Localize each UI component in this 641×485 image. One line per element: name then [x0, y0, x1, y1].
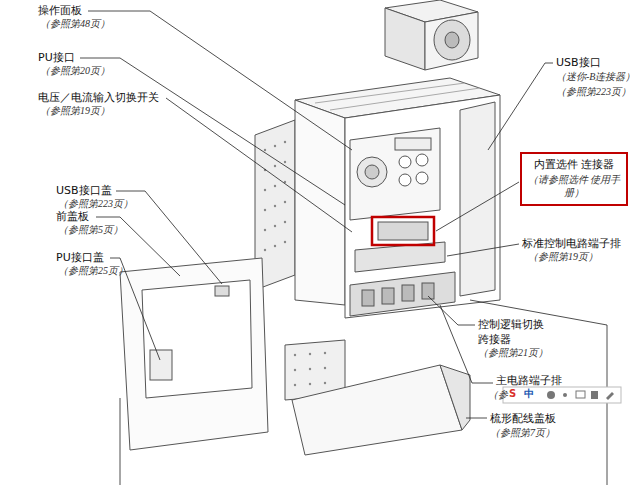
part-name: USB接口盖 [56, 184, 112, 197]
callout-box: 内置选件 连接器（请参照选件 使用手册） [520, 152, 628, 206]
page-reference: （参照第20页） [40, 65, 110, 77]
page-reference: （参照第7页） [490, 427, 555, 439]
page-reference: （参照第223页） [556, 86, 631, 98]
ime-toolbar [503, 387, 621, 403]
part-name: 操作面板 [38, 4, 82, 17]
page-reference: （参照第5页） [58, 224, 123, 236]
page-reference: （迷你-B连接器） [556, 71, 635, 83]
part-name: 主电路端子排 [496, 374, 562, 387]
part-name: PU接口盖 [56, 251, 104, 264]
part-name: 控制逻辑切换 [478, 318, 544, 331]
callout-note: （请参照选件 使用手册） [526, 173, 622, 200]
callout-heading: 内置选件 连接器 [526, 158, 622, 173]
part-name: 前盖板 [56, 210, 89, 223]
page-reference: （参照第19页） [528, 251, 598, 263]
part-name: 中 [524, 388, 534, 400]
page-reference: （参照第21页） [478, 347, 548, 359]
page-reference: （参 [488, 389, 508, 401]
page-reference: （参照第48页） [40, 18, 110, 30]
page-reference: （参照第223页） [58, 198, 133, 210]
highlight-box [372, 217, 434, 245]
page-reference: （参照第19页） [40, 105, 110, 117]
part-name: 梳形配线盖板 [490, 412, 556, 425]
page-reference: （参照第25页） [58, 265, 128, 277]
part-name: USB接口 [556, 56, 601, 69]
part-name: 跨接器 [478, 333, 511, 346]
part-name: 电压／电流输入切换开关 [38, 91, 159, 104]
part-name: 标准控制电路端子排 [522, 237, 621, 250]
part-name: PU接口 [38, 51, 75, 64]
part-name: S [509, 388, 516, 400]
